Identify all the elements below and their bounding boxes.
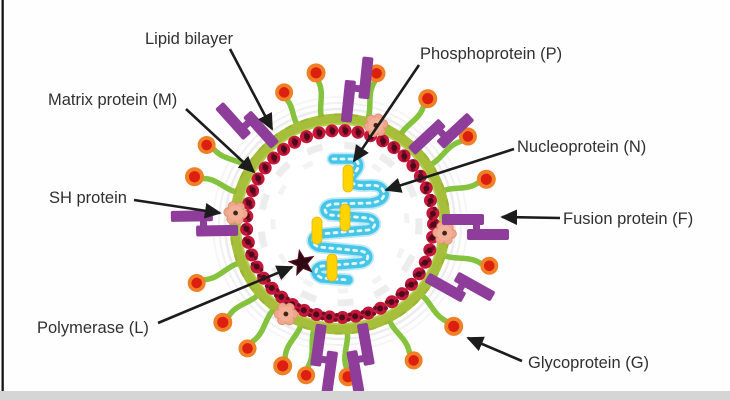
matrix-protein-arrow <box>185 108 256 174</box>
label-sh-protein: SH protein <box>49 189 127 207</box>
label-glycoprotein: Glycoprotein (G) <box>528 354 649 372</box>
nucleoprotein-arrow <box>384 147 515 193</box>
glycoprotein-arrow <box>466 336 523 363</box>
sh-protein-arrow <box>133 198 222 219</box>
label-phosphoprotein: Phosphoprotein (P) <box>420 45 562 63</box>
polymerase-arrow <box>157 265 294 325</box>
label-lipid-bilayer: Lipid bilayer <box>145 30 234 48</box>
lipid-bilayer-arrow <box>228 48 274 131</box>
phosphoprotein-bars <box>311 164 354 282</box>
polymerase-star <box>287 248 315 277</box>
matrix-protein-bead-ring <box>240 124 440 324</box>
label-nucleoprotein: Nucleoprotein (N) <box>517 138 646 156</box>
label-matrix-protein: Matrix protein (M) <box>48 91 177 109</box>
label-polymerase: Polymerase (L) <box>37 319 149 337</box>
label-fusion-protein: Fusion protein (F) <box>563 210 693 228</box>
bottom-gray-bar <box>0 391 730 400</box>
fusion-protein-arrow <box>500 209 561 226</box>
phosphoprotein-arrow <box>352 64 421 163</box>
annotation-arrows <box>133 48 561 363</box>
left-border-line <box>1 0 4 392</box>
labels: Lipid bilayer Matrix protein (M) SH prot… <box>37 30 693 372</box>
